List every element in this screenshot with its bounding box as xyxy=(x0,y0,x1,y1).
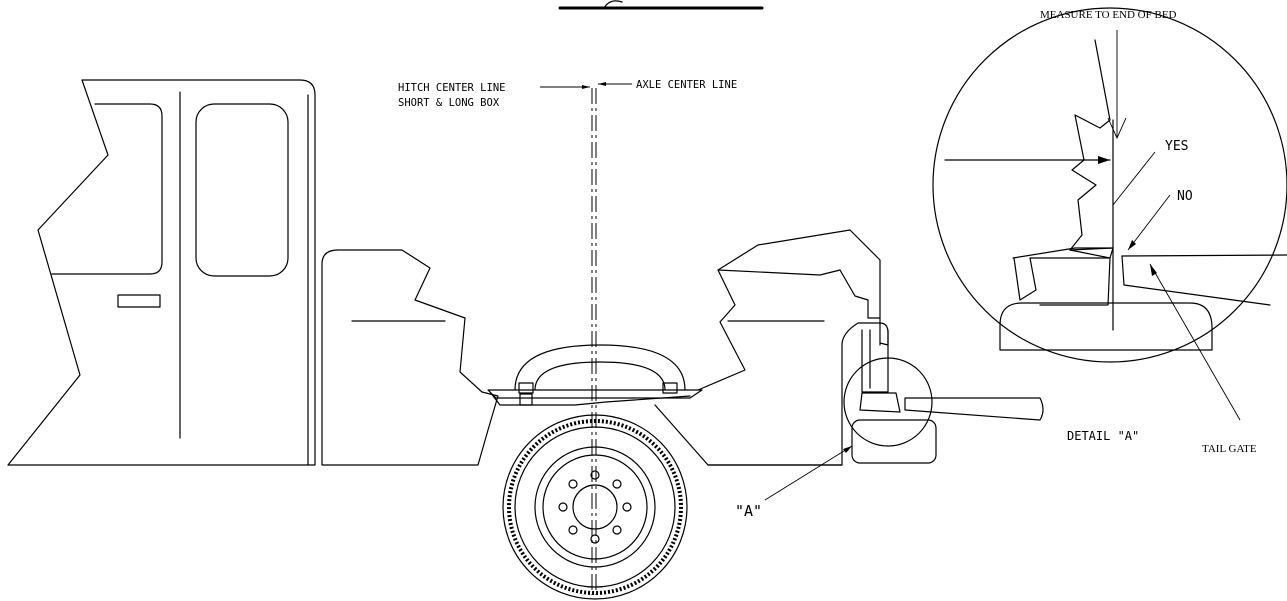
detail-a-label: DETAIL "A" xyxy=(1067,429,1139,443)
truck-bed-front xyxy=(321,249,499,466)
short-long-box-label: SHORT & LONG BOX xyxy=(398,97,500,109)
measure-to-end-of-bed-label: MEASURE TO END OF BED xyxy=(1040,9,1177,21)
axle-center-line-label: AXLE CENTER LINE xyxy=(636,79,737,91)
a-callout-label: "A" xyxy=(735,502,762,520)
yes-label: YES xyxy=(1165,139,1188,154)
a-callout-leader xyxy=(764,445,853,501)
center-line-leaders xyxy=(540,82,632,89)
truck-cab xyxy=(7,79,316,466)
tail-gate-label: TAIL GATE xyxy=(1202,443,1257,455)
no-label: NO xyxy=(1177,189,1193,204)
title-underline xyxy=(558,0,764,10)
truck-bed-rear xyxy=(654,229,1044,466)
wheel-well-arch xyxy=(487,344,703,406)
wheel xyxy=(502,414,688,600)
detail-a-large xyxy=(932,7,1287,421)
center-lines xyxy=(591,88,597,595)
detail-a-small-circle xyxy=(843,357,933,447)
hitch-center-line-label: HITCH CENTER LINE xyxy=(398,82,505,94)
